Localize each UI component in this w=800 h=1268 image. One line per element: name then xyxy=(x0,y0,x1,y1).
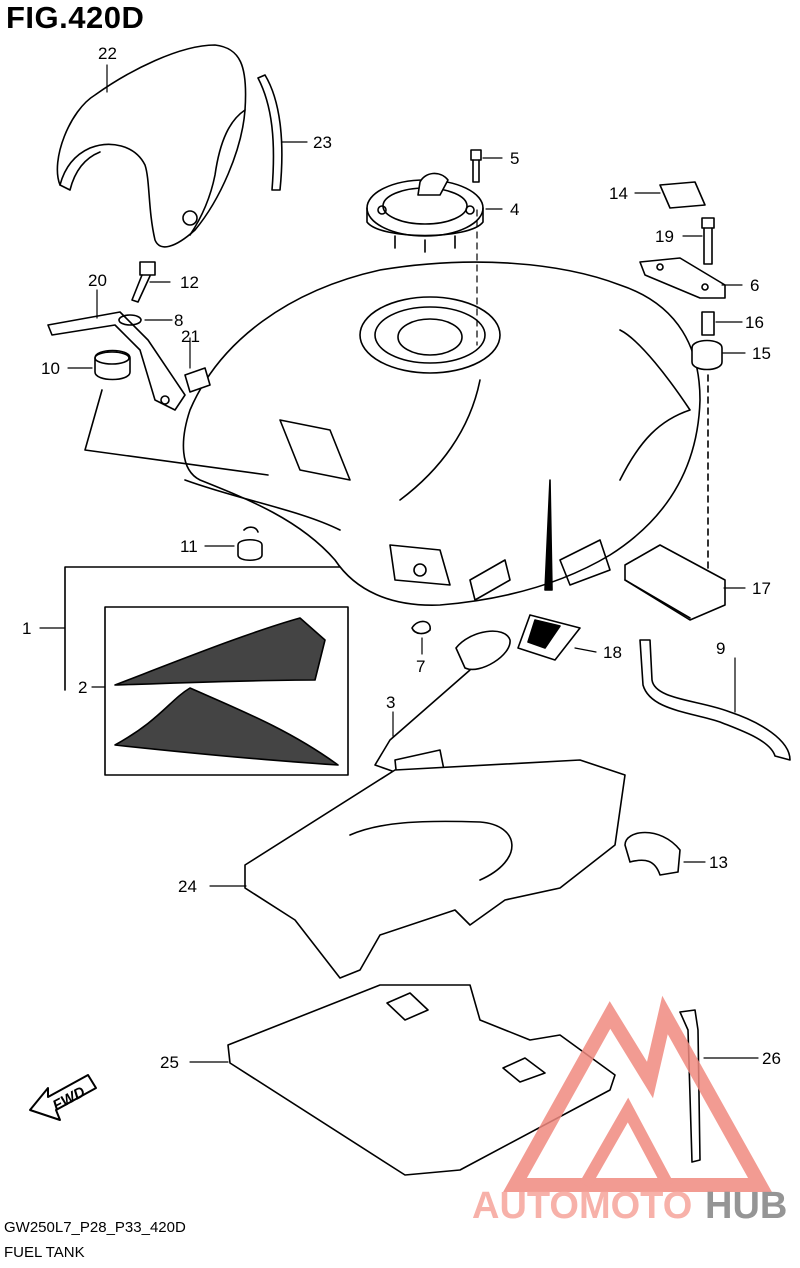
part-19-bolt xyxy=(701,217,715,265)
part-8-washer xyxy=(118,314,142,326)
part-13-clamp xyxy=(624,831,681,876)
part-7-clip xyxy=(411,620,431,635)
leader-10-line xyxy=(84,389,269,476)
watermark-text-1: AUTOMOTO xyxy=(472,1185,692,1227)
callout-11: 11 xyxy=(180,537,198,556)
callout-19: 19 xyxy=(655,227,674,246)
callout-12: 12 xyxy=(180,273,199,292)
fwd-arrow xyxy=(29,1074,97,1121)
callout-2: 2 xyxy=(78,678,87,697)
part-26-tie xyxy=(679,1009,701,1163)
part-18-emblem xyxy=(517,614,581,661)
part-24-sheet xyxy=(244,759,626,979)
part-15-grommet xyxy=(691,339,723,371)
part-4-fuel-cap xyxy=(366,172,484,253)
part-20-bracket xyxy=(47,311,186,411)
callout-6: 6 xyxy=(750,276,759,295)
callout-7: 7 xyxy=(416,657,425,676)
callout-15: 15 xyxy=(752,344,771,363)
part-23-strip xyxy=(257,74,283,191)
part-16-collar xyxy=(701,311,715,336)
callout-numbers: 22 23 5 4 14 19 6 16 15 17 20 12 8 21 10… xyxy=(22,44,781,1115)
part-22-cover xyxy=(56,44,247,248)
watermark-logo xyxy=(503,995,772,1192)
callout-21: 21 xyxy=(181,327,200,346)
callout-25: 25 xyxy=(160,1053,179,1072)
callout-1: 1 xyxy=(22,619,31,638)
part-14-cover xyxy=(659,181,706,209)
part-17-rubber xyxy=(624,544,726,621)
part-12-bolt xyxy=(131,261,156,303)
part-6-plate xyxy=(639,257,726,299)
callout-9: 9 xyxy=(716,639,725,658)
figure-code: GW250L7_P28_P33_420D xyxy=(4,1219,186,1236)
callout-22: 22 xyxy=(98,44,117,63)
part-9-hose xyxy=(639,639,791,761)
part-5-screw xyxy=(470,149,482,183)
callout-17: 17 xyxy=(752,579,771,598)
callout-8: 8 xyxy=(174,311,183,330)
part-11-cushion xyxy=(237,526,263,562)
callout-16: 16 xyxy=(745,313,764,332)
callout-24: 24 xyxy=(178,877,197,896)
callout-23: 23 xyxy=(313,133,332,152)
leader-1-bracket xyxy=(64,566,341,691)
watermark-text-2: HUB xyxy=(705,1185,787,1227)
part-10-grommet xyxy=(94,349,131,381)
figure-title: FIG.420D xyxy=(6,0,145,35)
callout-18: 18 xyxy=(603,643,622,662)
part-21-clip xyxy=(184,367,211,393)
fuel-tank-body xyxy=(182,261,701,606)
leader-lines xyxy=(39,64,759,1063)
callout-13: 13 xyxy=(709,853,728,872)
callout-20: 20 xyxy=(88,271,107,290)
callout-26: 26 xyxy=(762,1049,781,1068)
callout-14: 14 xyxy=(609,184,628,203)
part-2-decal-frame xyxy=(104,606,349,776)
figure-name: FUEL TANK xyxy=(4,1244,85,1261)
callout-10: 10 xyxy=(41,359,60,378)
callout-5: 5 xyxy=(510,149,519,168)
callout-3: 3 xyxy=(386,693,395,712)
part-25-sheet xyxy=(227,984,616,1176)
callout-4: 4 xyxy=(510,200,519,219)
